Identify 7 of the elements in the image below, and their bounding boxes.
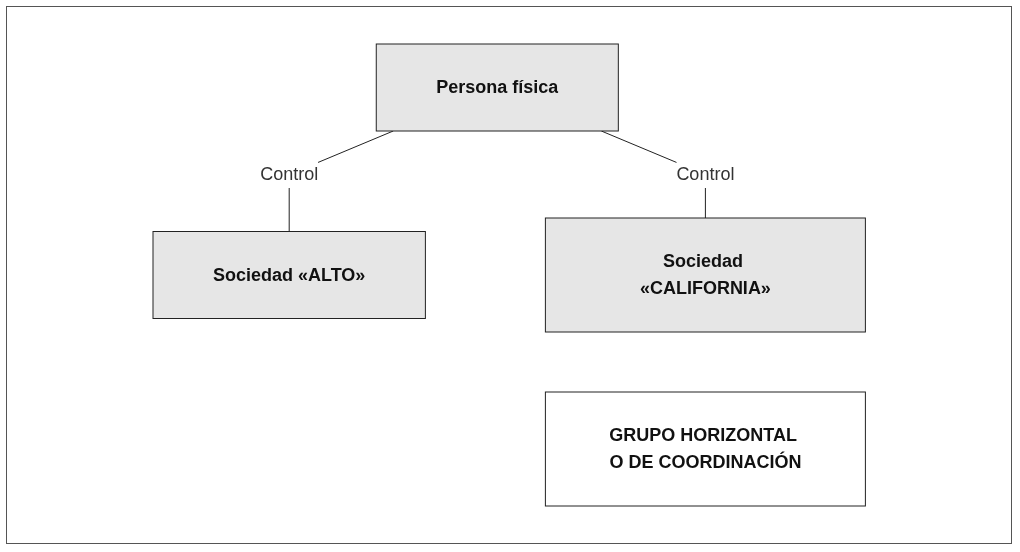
node-box [544, 391, 866, 507]
edge-label: Control [259, 163, 319, 184]
node-box [375, 43, 619, 132]
node-box [152, 231, 426, 319]
edge-label: Control [676, 163, 735, 184]
diagram-frame: Control Control Persona física Sociedad «ALTO» Sociedad «CALIFORNIA» GRUPO HORIZONTAL O DE COORDINACIÓN [6, 6, 1012, 544]
node-box [544, 217, 866, 333]
